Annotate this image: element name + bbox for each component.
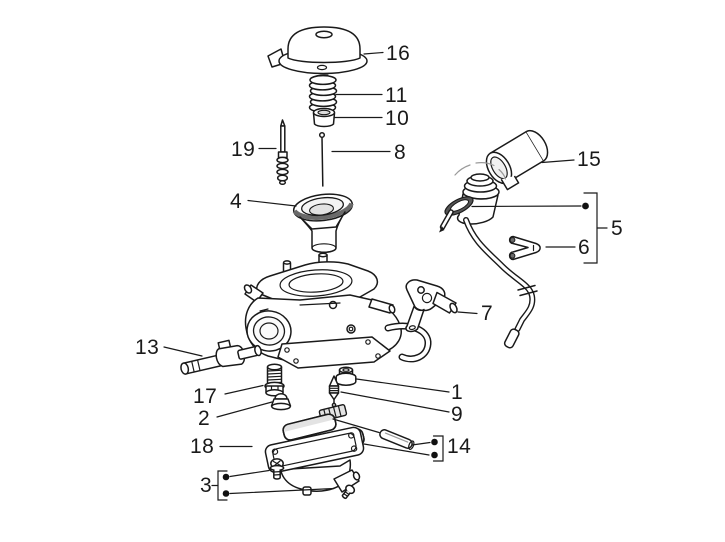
part-14-pin xyxy=(379,429,415,450)
part-5-choke-unit xyxy=(439,161,538,349)
part-11-spring xyxy=(308,74,338,113)
leader-dots xyxy=(222,202,589,497)
part-15-cap xyxy=(485,129,549,191)
carburetor-body xyxy=(243,252,432,369)
callout-5: 5 xyxy=(611,217,624,240)
part-10-cup xyxy=(312,107,336,128)
callout-17: 17 xyxy=(193,385,218,408)
callout-16: 16 xyxy=(386,42,411,65)
callout-19: 19 xyxy=(231,138,256,161)
group-brackets xyxy=(211,192,608,501)
callout-7: 7 xyxy=(481,302,494,325)
part-13-fitting xyxy=(180,339,262,375)
callout-10: 10 xyxy=(385,107,410,130)
part-17-screw xyxy=(264,363,285,397)
part-8-needle xyxy=(318,131,326,187)
part-18-float-bowl xyxy=(264,403,365,496)
callout-3: 3 xyxy=(200,474,213,497)
callout-11: 11 xyxy=(385,84,408,107)
part-9-float-needle xyxy=(328,375,340,408)
part-1-nut xyxy=(335,366,357,386)
callout-1: 1 xyxy=(451,381,464,404)
part-16-cover xyxy=(267,26,368,75)
callout-14: 14 xyxy=(447,435,472,458)
part-7-fitting xyxy=(405,279,458,333)
part-3-screws xyxy=(269,458,356,499)
callout-13: 13 xyxy=(135,336,160,359)
leader-lines xyxy=(163,51,582,495)
callout-9: 9 xyxy=(451,403,464,426)
callout-2: 2 xyxy=(198,407,211,430)
part-19-needle xyxy=(276,119,289,186)
part-2-plug xyxy=(270,393,292,411)
callout-18: 18 xyxy=(190,435,215,458)
part-4-piston xyxy=(292,193,354,254)
callout-4: 4 xyxy=(230,190,243,213)
callout-15: 15 xyxy=(577,148,602,171)
part-6-fork-clip xyxy=(508,235,541,261)
callout-8: 8 xyxy=(394,141,407,164)
callout-6: 6 xyxy=(578,236,591,259)
